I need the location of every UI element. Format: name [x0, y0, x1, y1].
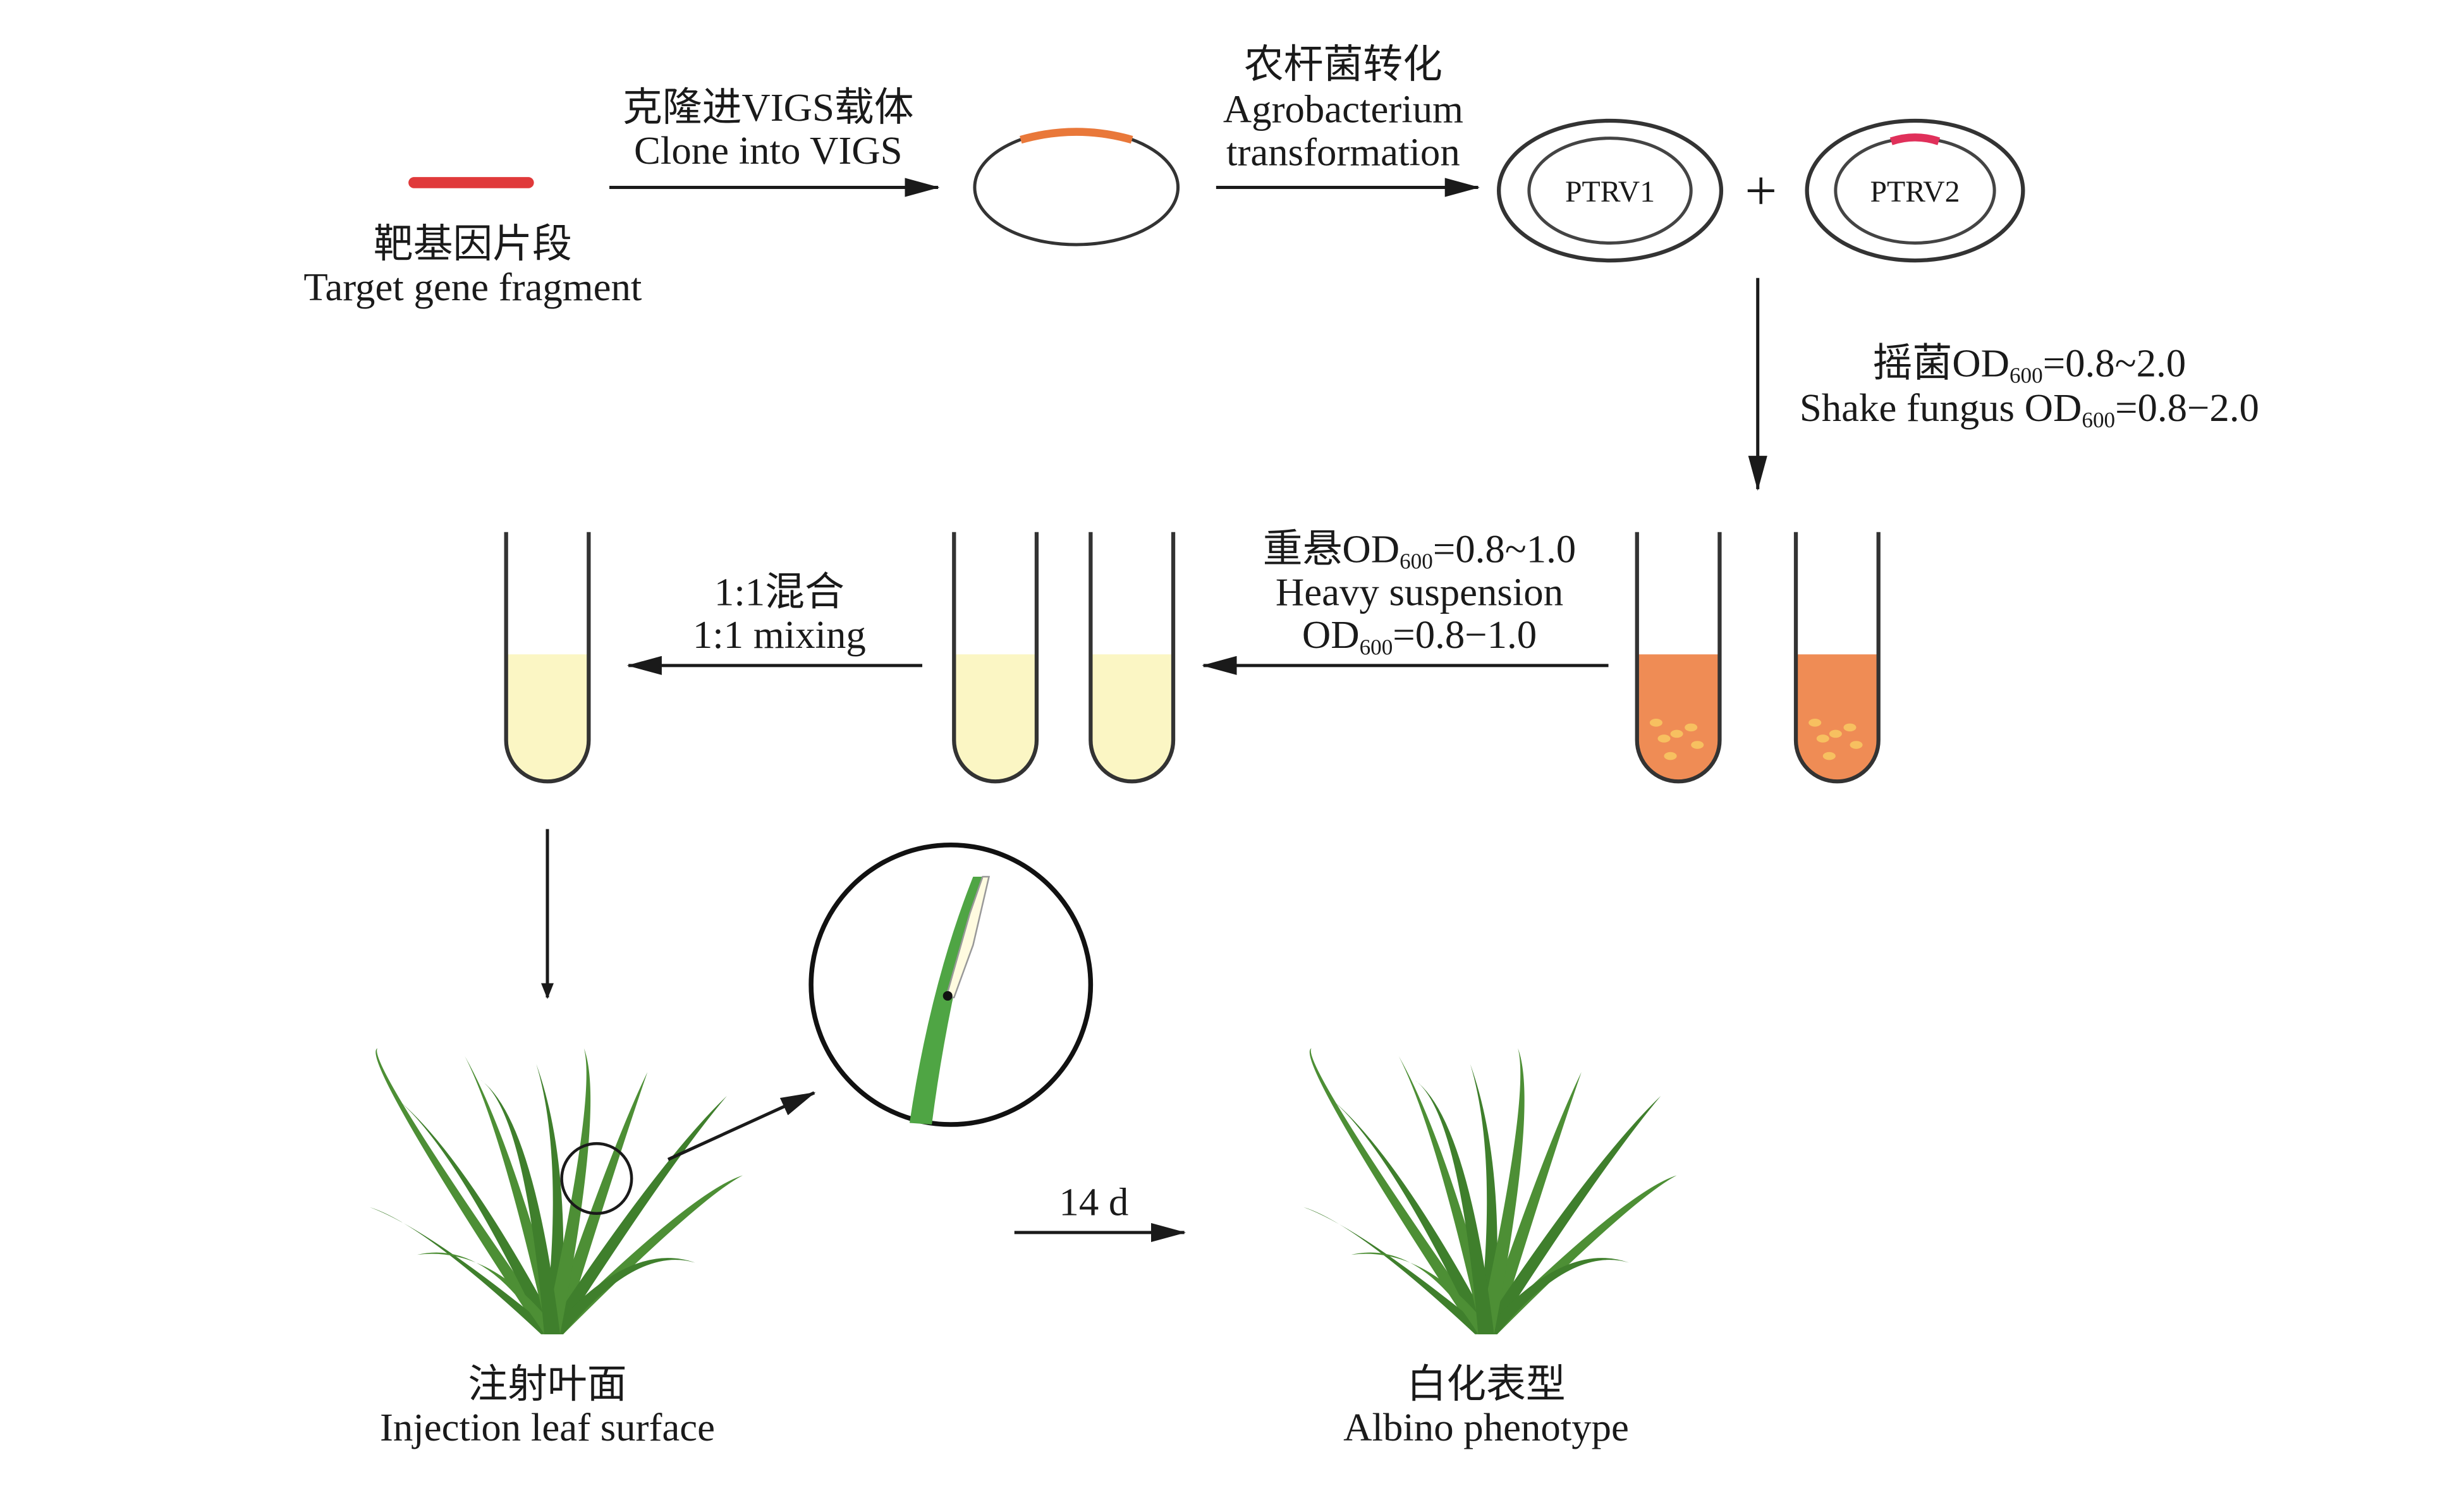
leaf — [1481, 1072, 1582, 1334]
leaf — [544, 1048, 591, 1334]
culture-speck — [1816, 734, 1829, 743]
tube-liquid — [1796, 654, 1879, 782]
shake-label-zh: 摇菌OD600=0.8~2.0 — [1873, 341, 2186, 388]
resuspend-label-en1: Heavy suspension — [1276, 570, 1563, 614]
injection-site-marker — [560, 1142, 633, 1216]
tube-outline — [952, 532, 1039, 784]
vector-insert-arc — [1020, 128, 1133, 144]
zoom-arrow — [667, 1091, 816, 1161]
tube-outline — [504, 532, 591, 784]
albino-label-zh: 白化表型 — [1406, 1362, 1565, 1406]
magnified-leaf-view — [808, 843, 1094, 1127]
ptrv2-suspension-tube — [1089, 532, 1176, 784]
mix-label-zh: 1:1混合 — [714, 570, 845, 614]
agro-label-en1: Agrobacterium — [1223, 87, 1463, 131]
syringe-icon — [945, 875, 991, 999]
leaf — [544, 1095, 727, 1334]
leaf — [1470, 1064, 1497, 1334]
culture-speck — [1808, 719, 1822, 727]
leaf — [1481, 1258, 1630, 1334]
culture-speck — [1822, 752, 1836, 760]
vigs-vector-plasmid — [973, 128, 1180, 247]
ptrv1-suspension-tube — [952, 532, 1039, 784]
leaf — [393, 1095, 561, 1334]
target-label-en: Target gene fragment — [303, 265, 642, 309]
agro-label-zh: 农杆菌转化 — [1244, 42, 1442, 87]
ptrv2-insert-arc — [1889, 133, 1941, 145]
duration-label: 14 d — [1059, 1179, 1128, 1224]
leaf — [369, 1207, 558, 1334]
resuspend-label-en2: OD600=0.8−1.0 — [1302, 612, 1537, 659]
injection-label-zh: 注射叶面 — [468, 1362, 626, 1406]
tube-outline — [1089, 532, 1176, 784]
resuspend-label-zh: 重悬OD600=0.8~1.0 — [1263, 527, 1576, 574]
injection-label-en: Injection leaf surface — [380, 1405, 715, 1449]
agro-label-en2: transformation — [1226, 130, 1460, 174]
ptrv1-culture-tube — [1635, 532, 1722, 784]
ptrv1-label: PTRV1 — [1565, 175, 1655, 209]
tube-liquid — [1637, 654, 1720, 782]
tube-outline — [1793, 532, 1881, 784]
leaf — [1478, 1048, 1525, 1334]
ptrv2-culture-tube — [1793, 532, 1881, 784]
ptrv1-plasmid: PTRV1 — [1497, 118, 1724, 263]
culture-speck — [1649, 719, 1662, 727]
clone-label-zh: 克隆进VIGS载体 — [623, 85, 914, 130]
plus-sign: + — [1745, 159, 1777, 222]
culture-speck — [1691, 741, 1704, 749]
tube-liquid — [1090, 654, 1174, 782]
culture-speck — [1685, 723, 1698, 732]
leaf — [1478, 1095, 1661, 1334]
mixed-suspension-tube — [504, 532, 591, 784]
clone-label-en: Clone into VIGS — [634, 128, 902, 173]
leaf — [1303, 1207, 1491, 1334]
tube-liquid — [954, 654, 1037, 782]
mix-label-en: 1:1 mixing — [693, 612, 866, 657]
culture-speck — [1664, 752, 1677, 760]
ptrv2-label: PTRV2 — [1870, 175, 1960, 209]
culture-speck — [1657, 734, 1671, 743]
ptrv2-plasmid: PTRV2 — [1805, 118, 2025, 263]
tube-outline — [1635, 532, 1722, 784]
leaf — [1414, 1080, 1494, 1334]
culture-speck — [1843, 723, 1857, 732]
injected-plant — [369, 1048, 743, 1334]
leaf — [536, 1064, 564, 1334]
culture-speck — [1829, 729, 1842, 738]
culture-speck — [1850, 741, 1863, 749]
shake-label-en: Shake fungus OD600=0.8−2.0 — [1800, 386, 2259, 432]
leaf — [1327, 1095, 1494, 1334]
leaf — [547, 1258, 695, 1334]
albino-plant — [1303, 1048, 1677, 1334]
leaf — [480, 1080, 561, 1334]
albino-label-en: Albino phenotype — [1343, 1405, 1629, 1449]
tube-liquid — [506, 654, 589, 782]
target-label-zh: 靶基因片段 — [374, 222, 572, 266]
leaf — [547, 1072, 648, 1334]
culture-speck — [1670, 729, 1683, 738]
